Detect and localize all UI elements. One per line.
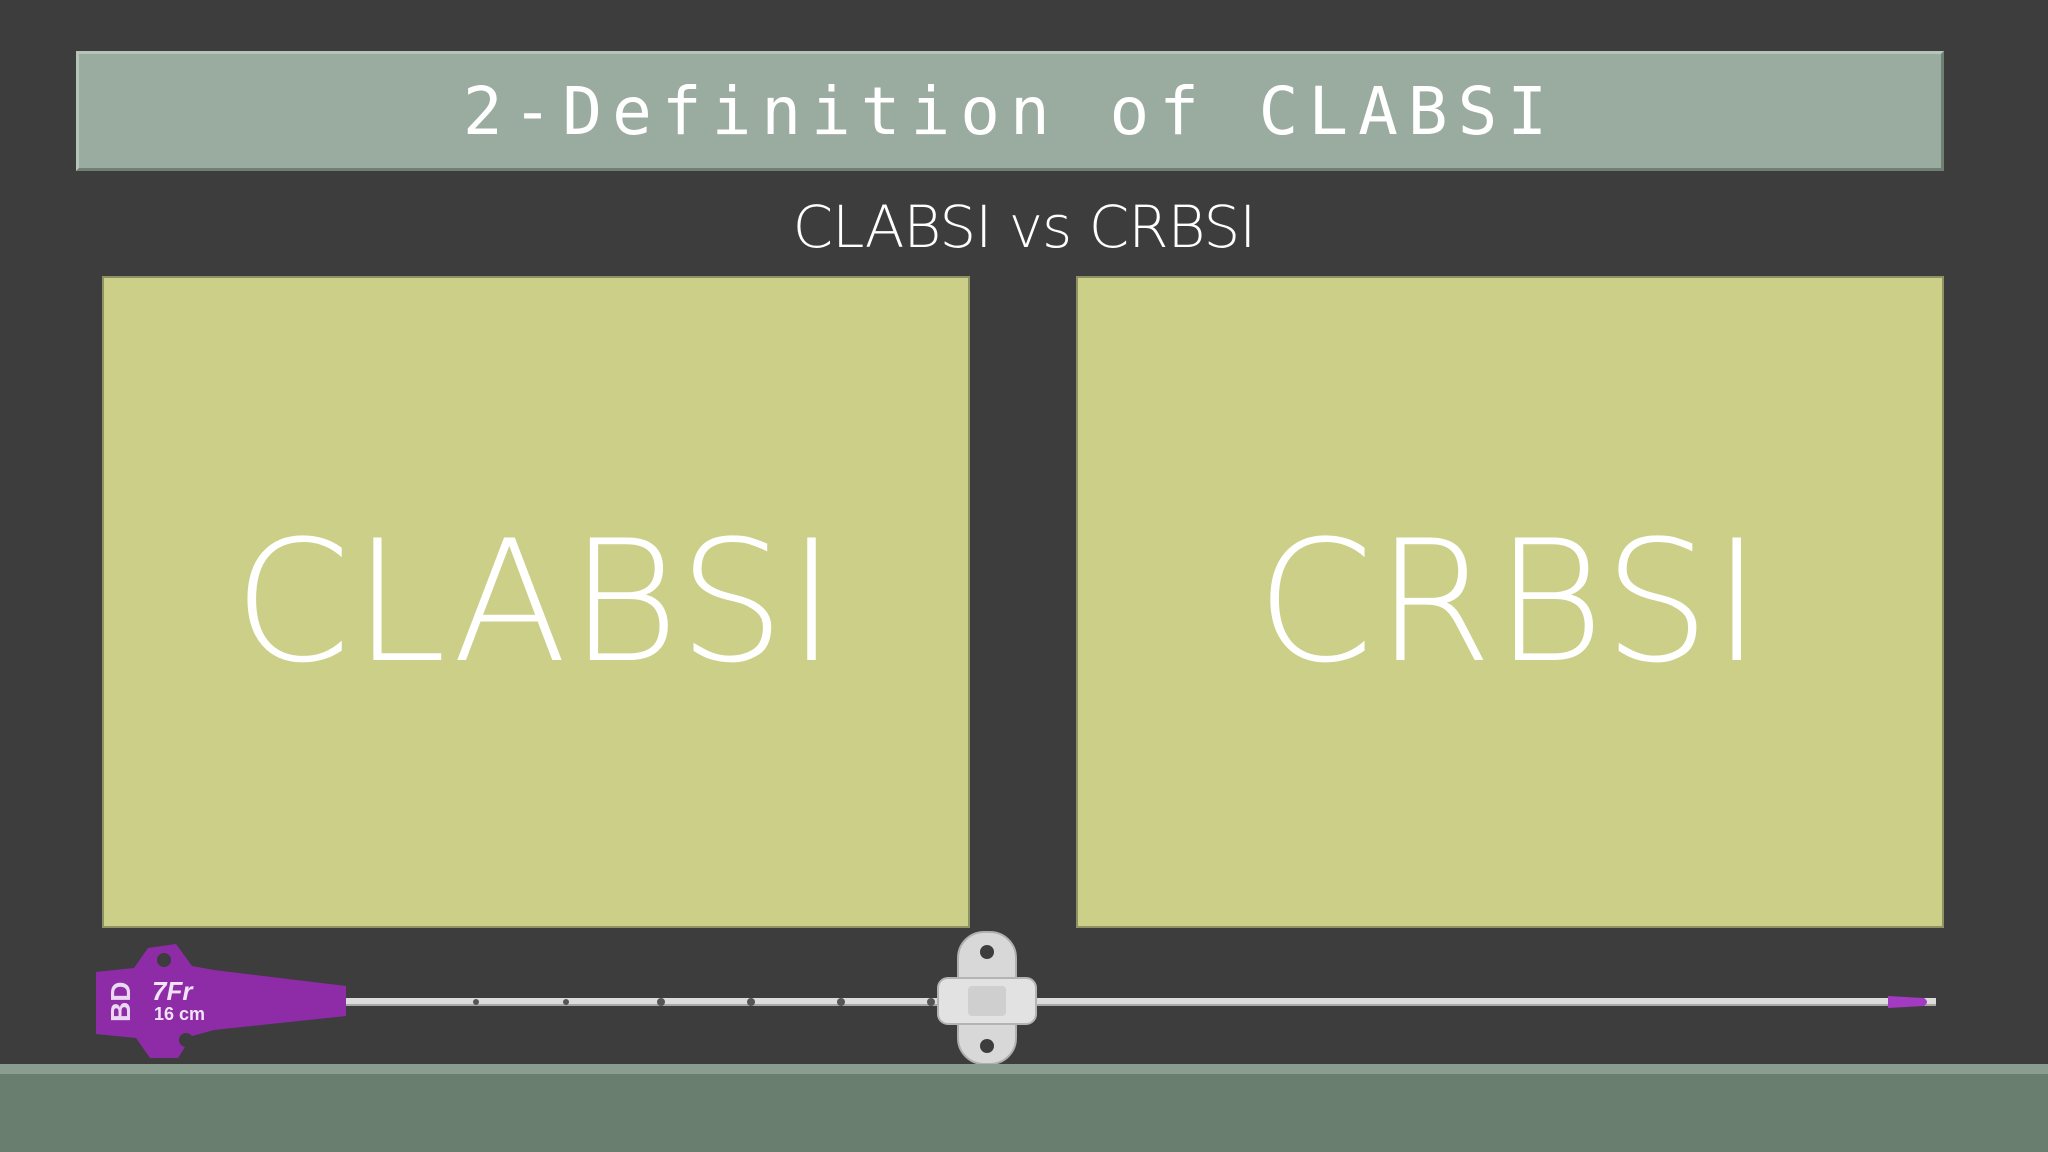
depth-markings <box>473 998 935 1006</box>
slide-title-bar: 2-Definition of CLABSI <box>76 51 1944 171</box>
slide-subtitle: CLABSI vs CRBSI <box>792 193 1257 261</box>
clabsi-panel: CLABSI <box>102 276 970 928</box>
floor-strip <box>0 1074 2048 1152</box>
floor-edge <box>0 1064 2048 1074</box>
catheter-length: 16 cm <box>154 1004 205 1024</box>
crbsi-label: CRBSI <box>1256 504 1764 700</box>
catheter-hub <box>96 944 346 1058</box>
catheter-image: BD 7Fr 16 cm <box>96 931 1936 1065</box>
catheter-clamp <box>937 931 1037 1065</box>
catheter-size: 7Fr <box>152 976 194 1006</box>
catheter-brand: BD <box>105 982 136 1022</box>
crbsi-panel: CRBSI <box>1076 276 1944 928</box>
slide-title: 2-Definition of CLABSI <box>462 72 1558 150</box>
catheter-tip <box>1888 996 1927 1008</box>
clabsi-label: CLABSI <box>233 504 839 700</box>
catheter-tube <box>336 998 1936 1005</box>
